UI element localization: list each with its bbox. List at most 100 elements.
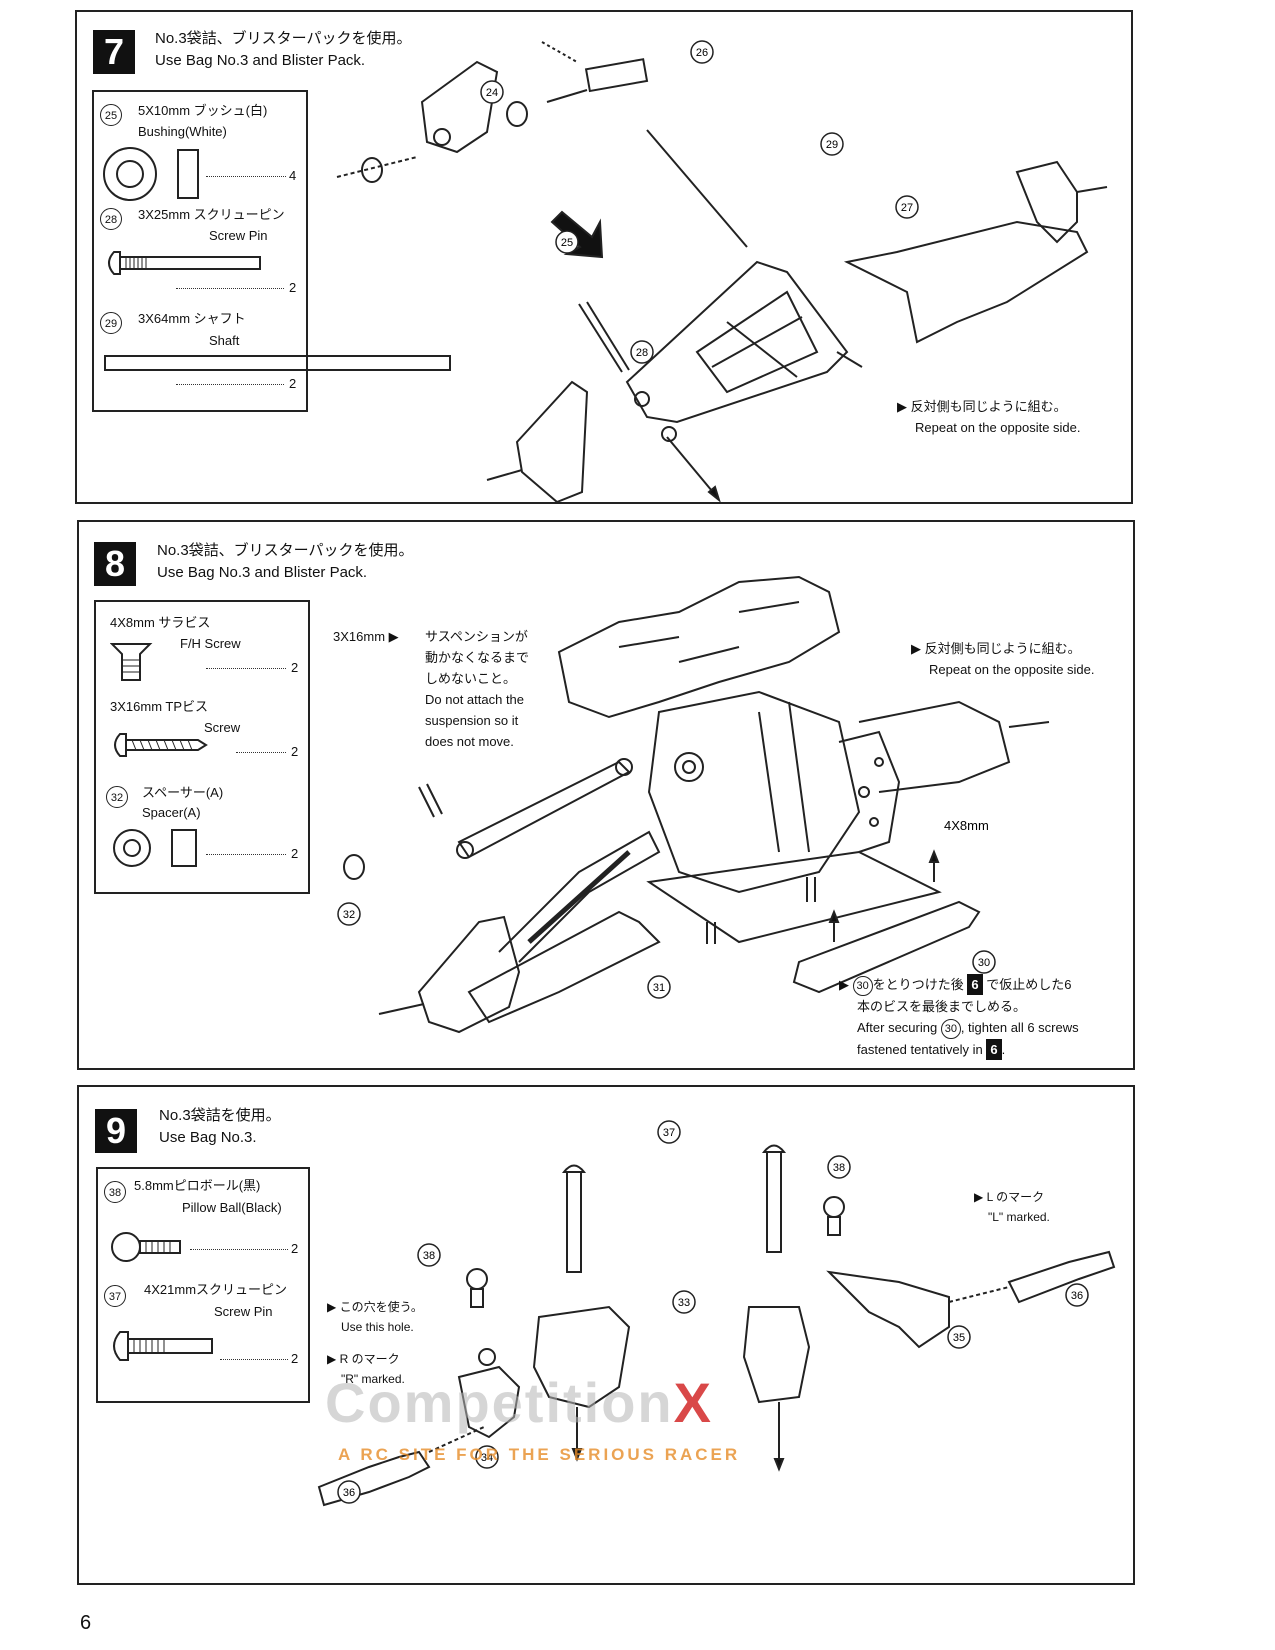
- watermark-brand: Competition: [325, 1371, 674, 1434]
- part-qty: 2: [291, 1351, 299, 1366]
- step-7-panel: 7 No.3袋詰、ブリスターパックを使用。 Use Bag No.3 and B…: [75, 10, 1133, 504]
- text: , tighten all 6 screws: [960, 1020, 1079, 1035]
- l-mark-en: "L" marked.: [988, 1210, 1050, 1224]
- qty-leader: [176, 288, 284, 289]
- part-spec: 4X21mmスクリューピン: [144, 1282, 288, 1297]
- part-qty: 2: [291, 744, 299, 759]
- step-header: No.3袋詰、ブリスターパックを使用。 Use Bag No.3 and Bli…: [155, 28, 412, 72]
- step-7-assembly-drawing: 24 26 29 27 25 28: [336, 40, 1108, 502]
- part-qty: 2: [289, 376, 297, 391]
- step-ref-6: 6: [967, 974, 983, 995]
- hole-jp: ▶ この穴を使う。: [327, 1300, 423, 1314]
- step-header: No.3袋詰を使用。 Use Bag No.3.: [159, 1105, 281, 1149]
- text: fastened tentatively in: [857, 1042, 983, 1057]
- qty-leader: [206, 668, 286, 669]
- hole-note: ▶ この穴を使う。 Use this hole.: [327, 1297, 423, 1337]
- shaft-icon: [104, 355, 451, 371]
- r-mark-note: ▶ R のマーク "R" marked.: [327, 1349, 405, 1389]
- caution-jp-line: 動かなくなるまで: [425, 650, 530, 665]
- tighten-jp-line-2: 本のビスを最後までしめる。: [857, 999, 1027, 1014]
- header-en: Use Bag No.3 and Blister Pack.: [155, 52, 366, 69]
- step-header: No.3袋詰、ブリスターパックを使用。 Use Bag No.3 and Bli…: [157, 540, 414, 584]
- screw-pin-icon: [108, 251, 261, 275]
- part-qty: 2: [291, 1241, 299, 1256]
- l-mark-jp: ▶ L のマーク: [974, 1190, 1045, 1204]
- part-spec: 4X8mm サラビス: [110, 615, 211, 630]
- part-name: Screw: [204, 720, 241, 735]
- part-number-28: 28: [100, 208, 122, 230]
- flat-head-screw-icon: [110, 643, 153, 681]
- part-qty: 2: [291, 660, 299, 675]
- caution-en-line: suspension so it: [425, 713, 519, 728]
- part-number-32: 32: [106, 786, 128, 808]
- caution-en-line: does not move.: [425, 734, 514, 749]
- part-ref-30: 30: [852, 976, 873, 996]
- part-number-29: 29: [100, 312, 122, 334]
- qty-leader: [220, 1359, 288, 1360]
- tapping-screw-icon: [114, 733, 208, 757]
- part-spec: 3X16mm TPビス: [110, 699, 209, 714]
- watermark-x: X: [673, 1371, 713, 1434]
- callout-label-35: 35: [953, 1332, 965, 1344]
- step-number: 9: [95, 1109, 137, 1153]
- qty-leader: [190, 1249, 288, 1250]
- qty-leader: [236, 752, 286, 753]
- caution-size: 3X16mm ▶: [333, 629, 399, 644]
- tighten-en-line-2: fastened tentatively in 6.: [839, 1039, 1129, 1060]
- part-ref-30: 30: [940, 1019, 961, 1039]
- callout-label-29: 29: [826, 139, 838, 151]
- step-ref-6: 6: [986, 1039, 1002, 1060]
- header-en: Use Bag No.3 and Blister Pack.: [157, 564, 368, 581]
- watermark-logo: CompetitionX: [325, 1370, 713, 1435]
- step-8-assembly-drawing: 30 31 32 4X8mm: [337, 575, 1050, 1034]
- pillow-ball-icon: [111, 1232, 181, 1262]
- callout-label-24: 24: [486, 87, 498, 99]
- part-name: Shaft: [209, 333, 240, 348]
- step-9-assembly-drawing: 37 38 38 33 35 34 36 36: [317, 1120, 1116, 1507]
- text: After securing: [857, 1020, 938, 1035]
- step-number: 7: [93, 30, 135, 74]
- note-jp: ▶ 反対側も同じように組む。: [897, 399, 1067, 414]
- callout-label-25: 25: [561, 237, 573, 249]
- part-qty: 2: [291, 846, 299, 861]
- part-spec: スペーサー(A): [142, 785, 224, 800]
- l-mark-note: ▶ L のマーク "L" marked.: [974, 1187, 1050, 1227]
- part-qty: 4: [289, 168, 297, 183]
- note-en: Repeat on the opposite side.: [915, 420, 1081, 435]
- callout-label-26: 26: [696, 47, 708, 59]
- step-8-panel: 8 No.3袋詰、ブリスターパックを使用。 Use Bag No.3 and B…: [77, 520, 1135, 1070]
- part-name: Bushing(White): [138, 124, 227, 139]
- part-name: Screw Pin: [214, 1304, 273, 1319]
- caution-en-line: Do not attach the: [425, 692, 525, 707]
- r-mark-jp: ▶ R のマーク: [327, 1352, 400, 1366]
- caution-jp: サスペンションが 動かなくなるまで しめないこと。 Do not attach …: [425, 626, 529, 752]
- note-en: Repeat on the opposite side.: [929, 662, 1095, 677]
- screw-pin-icon: [113, 1331, 213, 1361]
- callout-label-33: 33: [678, 1297, 690, 1309]
- part-name: Screw Pin: [209, 228, 268, 243]
- parts-list: 38 5.8mmピロボール(黒) Pillow Ball(Black) 2 37…: [96, 1167, 310, 1403]
- callout-label-36: 36: [1071, 1290, 1083, 1302]
- caution-jp-line: サスペンションが: [425, 629, 528, 644]
- step-9-panel: 9 No.3袋詰を使用。 Use Bag No.3. 38 5.8mmピロボール…: [77, 1085, 1135, 1585]
- header-jp: No.3袋詰、ブリスターパックを使用。: [155, 30, 412, 47]
- note-jp: ▶ 反対側も同じように組む。: [911, 641, 1081, 656]
- watermark-tagline: A RC SITE FOR THE SERIOUS RACER: [338, 1445, 741, 1464]
- callout-label-38: 38: [423, 1250, 435, 1262]
- tighten-en-line-1: After securing 30, tighten all 6 screws: [839, 1017, 1129, 1039]
- r-mark-en: "R" marked.: [341, 1372, 405, 1386]
- bushing-icon: [103, 147, 199, 201]
- page-number: 6: [80, 1612, 92, 1634]
- callout-label-32: 32: [343, 909, 355, 921]
- repeat-note: ▶ 反対側も同じように組む。 Repeat on the opposite si…: [911, 638, 1095, 680]
- text: をとりつけた後: [872, 977, 964, 992]
- hole-en: Use this hole.: [341, 1320, 414, 1334]
- part-spec: 5X10mm ブッシュ(白): [138, 103, 268, 118]
- spacer-icon: [113, 829, 197, 867]
- callout-label-28: 28: [636, 347, 648, 359]
- part-spec: 3X25mm スクリューピン: [138, 207, 285, 222]
- callout-label-37: 37: [663, 1127, 675, 1139]
- step-number: 8: [94, 542, 136, 586]
